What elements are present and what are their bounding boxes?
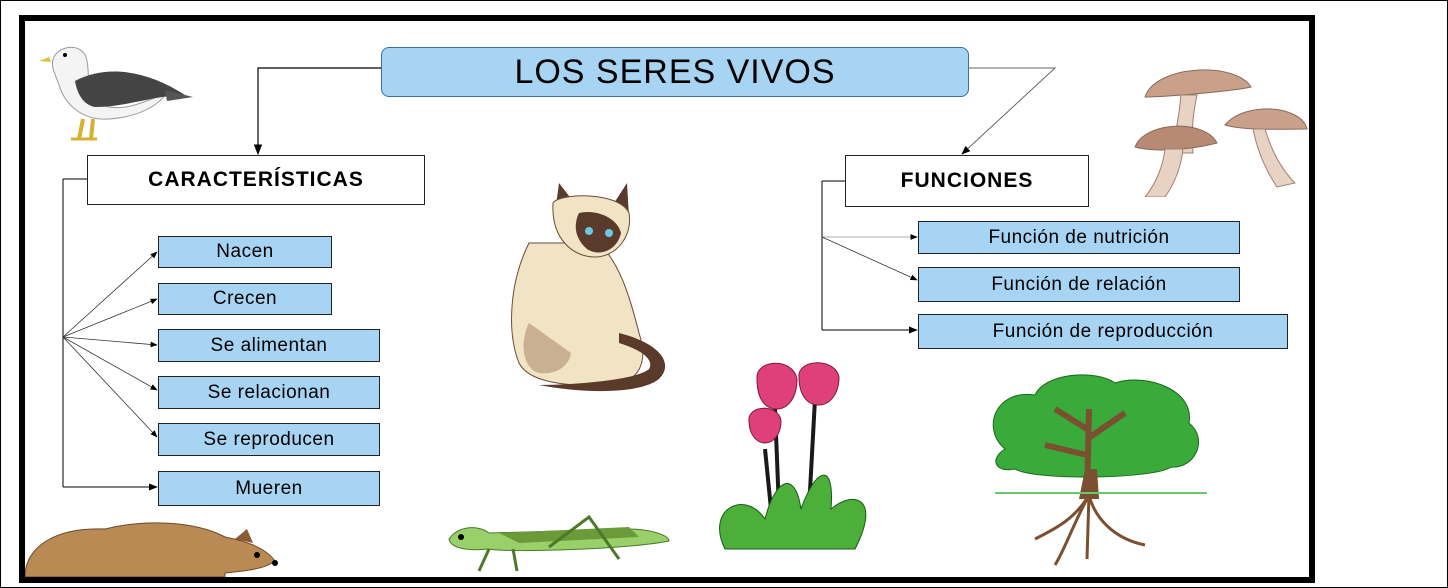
mushrooms-illustration — [1134, 69, 1308, 197]
caracteristicas-heading: CARACTERÍSTICAS — [87, 155, 425, 205]
item-mueren: Mueren — [158, 471, 380, 506]
title-box: LOS SERES VIVOS — [381, 47, 969, 97]
connector-lines — [62, 67, 1057, 491]
item-crecen: Crecen — [158, 283, 332, 315]
tree-illustration — [992, 374, 1207, 566]
item-se-reproducen: Se reproducen — [158, 423, 380, 456]
item-funcion-reproduccion: Función de reproducción — [918, 314, 1288, 349]
fan-arrow-se-alimentan — [62, 336, 158, 348]
bear-illustration — [25, 522, 278, 577]
fan-arrow-nacen — [62, 251, 158, 338]
fan-arrow-se-relacionan — [62, 336, 158, 391]
item-nacen: Nacen — [158, 236, 332, 268]
item-se-alimentan: Se alimentan — [158, 329, 380, 362]
title-to-caracteristicas-arrow — [253, 67, 381, 156]
arrow-relacion — [821, 236, 918, 281]
fan-arrow-crecen — [62, 298, 158, 338]
fan-arrow-se-reproducen — [62, 336, 158, 438]
item-funcion-nutricion: Función de nutrición — [918, 221, 1240, 254]
funciones-heading: FUNCIONES — [845, 155, 1089, 207]
concept-map-frame: LOS SERES VIVOS CARACTERÍSTICAS FUNCIONE… — [19, 15, 1315, 583]
item-funcion-relacion: Función de relación — [918, 267, 1240, 302]
tulips-illustration — [719, 362, 867, 550]
cat-illustration — [511, 183, 666, 392]
item-se-relacionan: Se relacionan — [158, 376, 380, 409]
title-to-funciones-arrow — [961, 67, 1057, 155]
grasshopper-illustration — [448, 514, 670, 572]
seagull-illustration — [39, 46, 193, 141]
